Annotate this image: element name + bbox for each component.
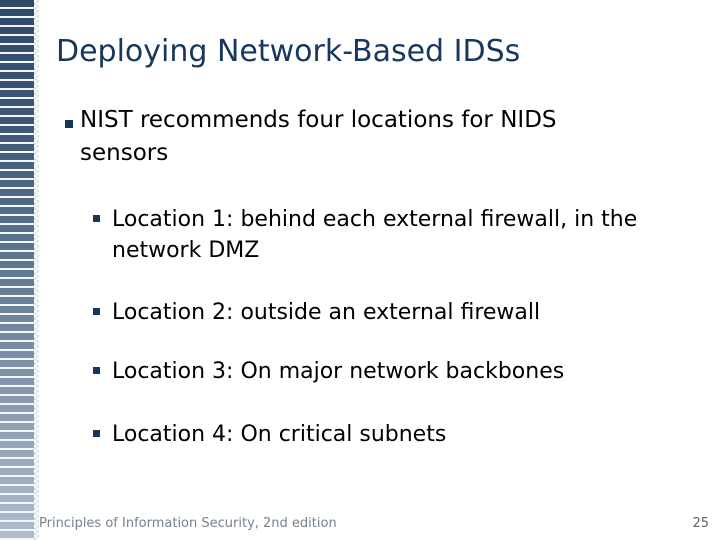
bullet-square-icon (93, 430, 100, 437)
bullet-level2-location1: Location 1: behind each external firewal… (112, 207, 638, 263)
bullet-level2-location3: Location 3: On major network backbones (112, 359, 565, 384)
bullet-square-icon (93, 308, 100, 315)
bullet-level1-nist: NIST recommends four locations for NIDS … (80, 107, 557, 166)
bullet-level2-location4: Location 4: On critical subnets (112, 422, 447, 447)
slide-page-number: 25 (692, 516, 709, 531)
left-stripe-bar (0, 0, 34, 540)
slide-title: Deploying Network-Based IDSs (56, 34, 521, 69)
footer-book-title: Principles of Information Security, 2nd … (39, 516, 337, 531)
left-stripe-accent (34, 0, 39, 540)
bullet-square-icon (93, 367, 100, 374)
bullet-level2-location2: Location 2: outside an external firewall (112, 300, 541, 325)
bullet-square-icon (65, 120, 73, 128)
bullet-square-icon (93, 215, 100, 222)
